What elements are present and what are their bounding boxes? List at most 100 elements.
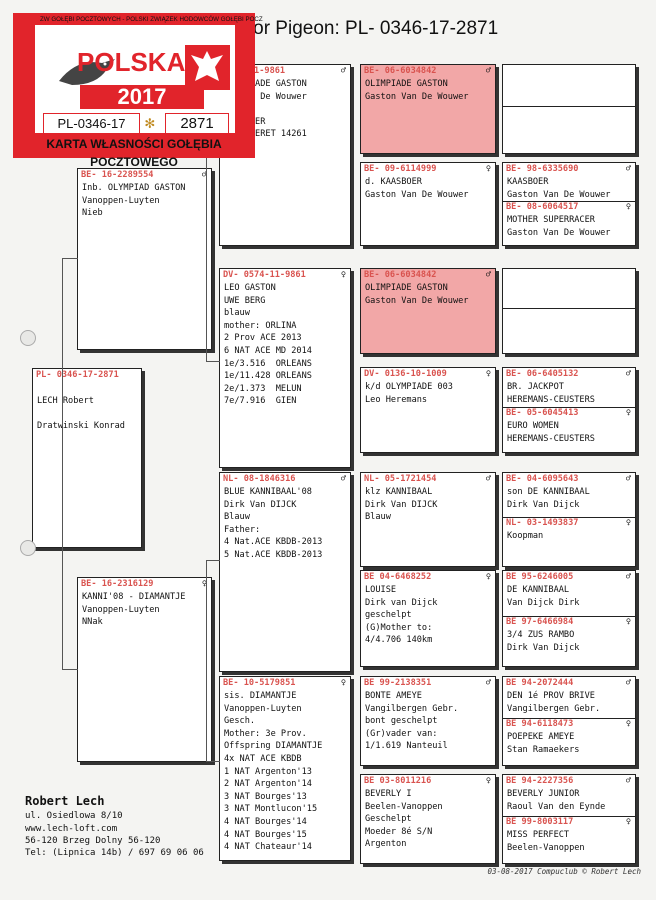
sex-icon: ♂ [625, 369, 631, 379]
pigeon-header: BE 94-2072444♂ [503, 677, 635, 690]
pair-divider [503, 718, 635, 719]
pigeon-info-line: LECH Robert [37, 395, 94, 406]
pigeon-header: NL- 03-1493837 ♀ [503, 517, 635, 530]
pigeon-info-line: Leo Heremans [365, 394, 428, 405]
ring-number: BE- 06-6405132 [506, 369, 579, 379]
pigeon-info-line: Gaston Van De Wouwer [365, 189, 469, 200]
pigeon-info-line: 2e/1.373 MELUN [224, 383, 302, 394]
pigeon-info-line: Geschelpt [365, 814, 412, 825]
pigeon-header: BE- 16-2289554♂ [78, 169, 211, 182]
sex-icon: ♀ [625, 719, 631, 729]
pigeon-info-line: Vanoppen-Luyten [82, 195, 160, 206]
pigeon-info-line: Mother: 3e Prov. [224, 728, 307, 739]
pigeon-info-line [33, 382, 141, 395]
pigeon-info-line: BLUE KANNIBAAL'08 [224, 487, 312, 497]
print-footer: 03-08-2017 Compuclub © Robert Lech [487, 867, 641, 876]
sex-icon: ♀ [340, 270, 346, 280]
pair-divider [503, 407, 635, 408]
pigeon-info-line: Gaston Van De Wouwer [507, 227, 611, 238]
sex-icon: ♀ [625, 518, 631, 528]
pigeon-icon [59, 59, 115, 85]
sex-icon: ♀ [485, 776, 491, 786]
ring-number: BE 94-2227356 [506, 776, 574, 786]
sex-icon: ♀ [485, 164, 491, 174]
pigeon-info-line: 4 NAT Chateaur'14 [224, 842, 312, 853]
sex-icon: ♂ [625, 776, 631, 786]
ring-number: BE 99-2138351 [364, 678, 432, 688]
pigeon-info-line: sis. DIAMANTJE [224, 691, 297, 701]
pigeon-info-line: d. KAASBOER [365, 177, 422, 187]
pigeon-info-line: Beelen-Vanoppen [507, 842, 585, 853]
pigeon-header: BE 97-6466984 ♀ [503, 616, 635, 629]
stamp-ring-num: 2871 [165, 113, 229, 135]
subject-pigeon: PL- 0346-17-2871 LECH Robert Dratwinski … [32, 368, 142, 548]
sex-icon: ♂ [201, 170, 207, 180]
ring-number: NL- 03-1493837 [506, 518, 579, 528]
pigeon-info-line: son DE KANNIBAAL [507, 487, 590, 497]
pigeon-info-line: POEPEKE AMEYE [507, 732, 575, 742]
pigeon-info-line: MISS PERFECT [507, 830, 570, 840]
pigeon-info-line: BONTE AMEYE [365, 691, 422, 701]
pigeon-info-line: NNak [82, 617, 103, 628]
ring-number: BE- 10-5179851 [223, 678, 296, 688]
ring-number: BE 97-6466984 [506, 617, 574, 627]
ring-number: NL- 08-1846316 [223, 474, 296, 484]
pigeon-header: DV- 0574-11-9861 ♀ [220, 269, 350, 282]
ring-number: BE 04-6468252 [364, 572, 432, 582]
sex-icon: ♀ [485, 369, 491, 379]
breeder-city: 56-120 Brzeg Dolny 56-120 [25, 835, 161, 846]
pigeon-info-line: Vanoppen-Luyten [82, 604, 160, 615]
sex-icon: ♂ [485, 678, 491, 688]
ring-number: BE- 16-2316129 [81, 579, 154, 589]
ring-number: BE 99-8003117 [506, 817, 574, 827]
pigeon-info-line: OLIMPIADE GASTON [365, 79, 448, 89]
pigeon-info-line: DE KANNIBAAL [507, 585, 570, 595]
stamp-ring-text: ZW GOŁĘBI POCZTOWYCH - POLSKI ZWIĄZEK HO… [40, 16, 263, 23]
pigeon-info-line: Dratwinski Konrad [37, 420, 125, 431]
pigeon-info-line: Offspring DIAMANTJE [224, 741, 323, 752]
sex-icon: ♀ [625, 617, 631, 627]
ring-number: BE- 06-6034842 [364, 66, 437, 76]
pigeon-info-line: Stan Ramaekers [507, 744, 580, 755]
pigeon-info-line: KANNI'08 - DIAMANTJE [82, 592, 186, 602]
stamp-year: 2017 [80, 85, 204, 109]
sex-icon: ♂ [625, 474, 631, 484]
pigeon-info-line: Dirk Van DIJCK [224, 499, 297, 510]
pigeon-info-line: BEVERLY I [365, 789, 412, 799]
pigeon-info-line: HEREMANS-CEUSTERS [507, 394, 595, 405]
pigeon-info-line: Blauw [224, 512, 250, 523]
pigeon-info-line: 4 NAT Bourges'14 [224, 816, 307, 827]
pigeon-info-line: 3 NAT Bourges'13 [224, 791, 307, 802]
sex-icon: ♀ [485, 572, 491, 582]
pigeon-info-line: (Gr)vader van: [365, 728, 438, 739]
ring-number: BE 94-6118473 [506, 719, 574, 729]
ring-number: BE 95-6246005 [506, 572, 574, 582]
ring-number: NL- 05-1721454 [364, 474, 437, 484]
ring-number: PL- 0346-17-2871 [36, 370, 119, 380]
stamp-inner: POLSKA 2017 PL-0346-17 ✻ 2871 [35, 25, 235, 135]
sex-icon: ♀ [625, 408, 631, 418]
pigeon-info-line: 1e/3.516 ORLEANS [224, 358, 312, 369]
pigeon-header: BE- 10-5179851 ♀ [220, 677, 350, 690]
pigeon-header: BE- 16-2316129♀ [78, 578, 211, 591]
pigeon-info-line: Inb. OLYMPIAD GASTON [82, 183, 186, 193]
pigeon-header: BE 03-8011216♀ [361, 775, 495, 788]
ring-number: DV- 0574-11-9861 [223, 270, 306, 280]
sire-pigeon: BE- 16-2289554♂Inb. OLYMPIAD GASTON Vanop… [77, 168, 212, 350]
breeder-website: www.lech-loft.com [25, 823, 118, 834]
grandparent-dd: BE- 10-5179851 ♀ sis. DIAMANTJE Vanoppen-Lu… [219, 676, 351, 861]
pigeon-info-line [33, 407, 141, 420]
pigeon-info-line: Gaston Van De Wouwer [507, 189, 611, 200]
pigeon-info-line: Dirk Van Dijck [507, 642, 580, 653]
pair-divider [503, 308, 635, 309]
pigeon-info-line: Vangilbergen Gebr. [507, 703, 601, 714]
pigeon-info-line: EURO WOMEN [507, 421, 559, 431]
pigeon-info-line: Gaston Van De Wouwer [365, 295, 469, 306]
pigeon-header: BE- 04-6095643♂ [503, 473, 635, 486]
pigeon-info-line: Vanoppen-Luyten [224, 703, 302, 714]
stamp-polska: POLSKA [77, 47, 186, 77]
sex-icon: ♀ [340, 678, 346, 688]
